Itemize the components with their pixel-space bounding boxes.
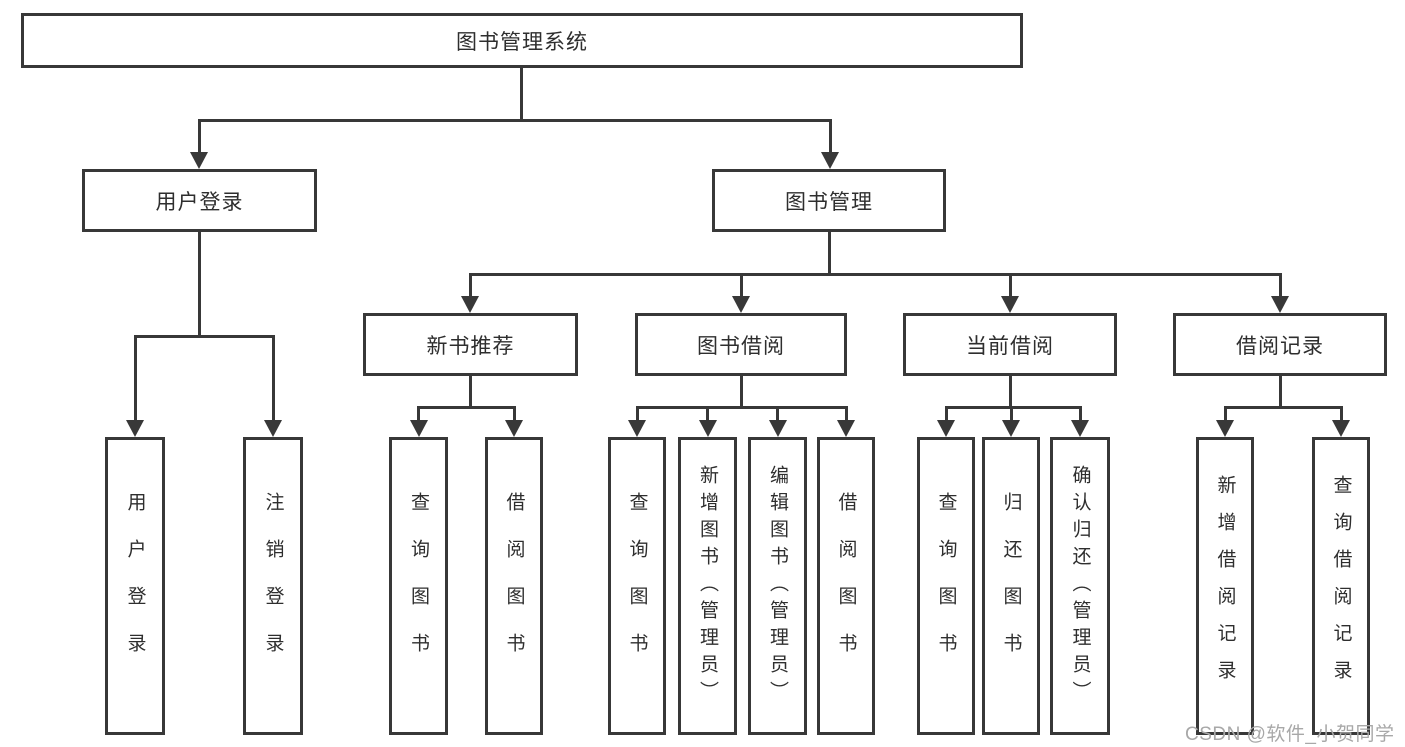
leaf-edit-book-admin: 编辑图书（管理员） [748,437,807,735]
arrowhead-icon [628,420,646,437]
node-borrowing-records: 借阅记录 [1173,313,1387,376]
line-segment [417,406,420,420]
leaf-query-borrow-record-label: 查询借阅记录 [1330,475,1352,697]
line-segment [740,376,743,406]
line-segment [198,119,201,152]
leaf-borrow-books-1-label: 借阅图书 [503,492,525,680]
leaf-confirm-return-admin-label: 确认归还（管理员） [1069,464,1091,708]
line-segment [829,119,832,152]
arrowhead-icon [699,420,717,437]
leaf-logout-label: 注销登录 [262,492,284,680]
arrowhead-icon [1332,420,1350,437]
node-book-borrowing: 图书借阅 [635,313,847,376]
line-segment [469,273,1282,276]
node-book-management-label: 图书管理 [785,190,873,214]
line-segment [1010,406,1013,420]
line-segment [1340,406,1343,420]
leaf-return-book: 归还图书 [982,437,1040,735]
csdn-watermark: CSDN @软件_小贺同学 [1185,724,1395,745]
arrowhead-icon [937,420,955,437]
node-current-borrowing: 当前借阅 [903,313,1117,376]
leaf-query-books-1: 查询图书 [389,437,448,735]
leaf-add-book-admin-label: 新增图书（管理员） [697,464,718,708]
leaf-query-borrow-record: 查询借阅记录 [1312,437,1370,735]
leaf-query-books-3: 查询图书 [917,437,975,735]
arrowhead-icon [1071,420,1089,437]
leaf-borrow-books-1: 借阅图书 [485,437,543,735]
line-segment [1009,273,1012,296]
leaf-add-book-admin: 新增图书（管理员） [678,437,737,735]
arrowhead-icon [769,420,787,437]
line-segment [1079,406,1082,420]
leaf-query-books-2-label: 查询图书 [626,492,648,680]
leaf-user-login-label: 用户登录 [124,492,146,680]
node-new-book-recommend: 新书推荐 [363,313,578,376]
leaf-edit-book-admin-label: 编辑图书（管理员） [767,464,788,708]
line-segment [513,406,516,420]
line-segment [945,406,1082,409]
leaf-return-book-label: 归还图书 [1000,492,1022,680]
leaf-query-books-3-label: 查询图书 [935,492,957,680]
line-segment [776,406,779,420]
line-segment [740,273,743,296]
leaf-user-login: 用户登录 [105,437,165,735]
arrowhead-icon [505,420,523,437]
line-segment [198,119,832,122]
arrowhead-icon [461,296,479,313]
arrowhead-icon [1001,296,1019,313]
line-segment [1224,406,1343,409]
arrowhead-icon [1271,296,1289,313]
arrowhead-icon [732,296,750,313]
arrowhead-icon [837,420,855,437]
leaf-borrow-books-2-label: 借阅图书 [835,492,857,680]
node-borrowing-records-label: 借阅记录 [1236,334,1324,358]
line-segment [828,232,831,273]
node-current-borrowing-label: 当前借阅 [966,334,1054,358]
line-segment [1224,406,1227,420]
leaf-borrow-books-2: 借阅图书 [817,437,875,735]
arrowhead-icon [1216,420,1234,437]
line-segment [417,406,516,409]
leaf-query-books-1-label: 查询图书 [408,492,429,680]
leaf-logout: 注销登录 [243,437,303,735]
arrowhead-icon [821,152,839,169]
node-book-management: 图书管理 [712,169,946,232]
node-new-book-recommend-label: 新书推荐 [426,334,515,358]
line-segment [198,232,201,335]
node-book-borrowing-label: 图书借阅 [697,334,785,358]
arrowhead-icon [1002,420,1020,437]
line-segment [1009,376,1012,406]
line-segment [469,273,472,296]
arrowhead-icon [190,152,208,169]
line-segment [636,406,848,409]
leaf-add-borrow-record: 新增借阅记录 [1196,437,1254,735]
line-segment [134,335,275,338]
line-segment [1279,273,1282,296]
leaf-confirm-return-admin: 确认归还（管理员） [1050,437,1110,735]
leaf-query-books-2: 查询图书 [608,437,666,735]
line-segment [636,406,639,420]
line-segment [272,335,275,420]
line-segment [134,335,137,420]
leaf-add-borrow-record-label: 新增借阅记录 [1214,475,1236,697]
line-segment [845,406,848,420]
node-user-login: 用户登录 [82,169,317,232]
line-segment [945,406,948,420]
arrowhead-icon [126,420,144,437]
line-segment [706,406,709,420]
line-segment [520,68,523,119]
node-user-login-label: 用户登录 [155,190,244,214]
arrowhead-icon [264,420,282,437]
node-root: 图书管理系统 [21,13,1023,68]
arrowhead-icon [410,420,428,437]
node-root-label: 图书管理系统 [456,30,588,54]
line-segment [1279,376,1282,406]
line-segment [469,376,472,406]
